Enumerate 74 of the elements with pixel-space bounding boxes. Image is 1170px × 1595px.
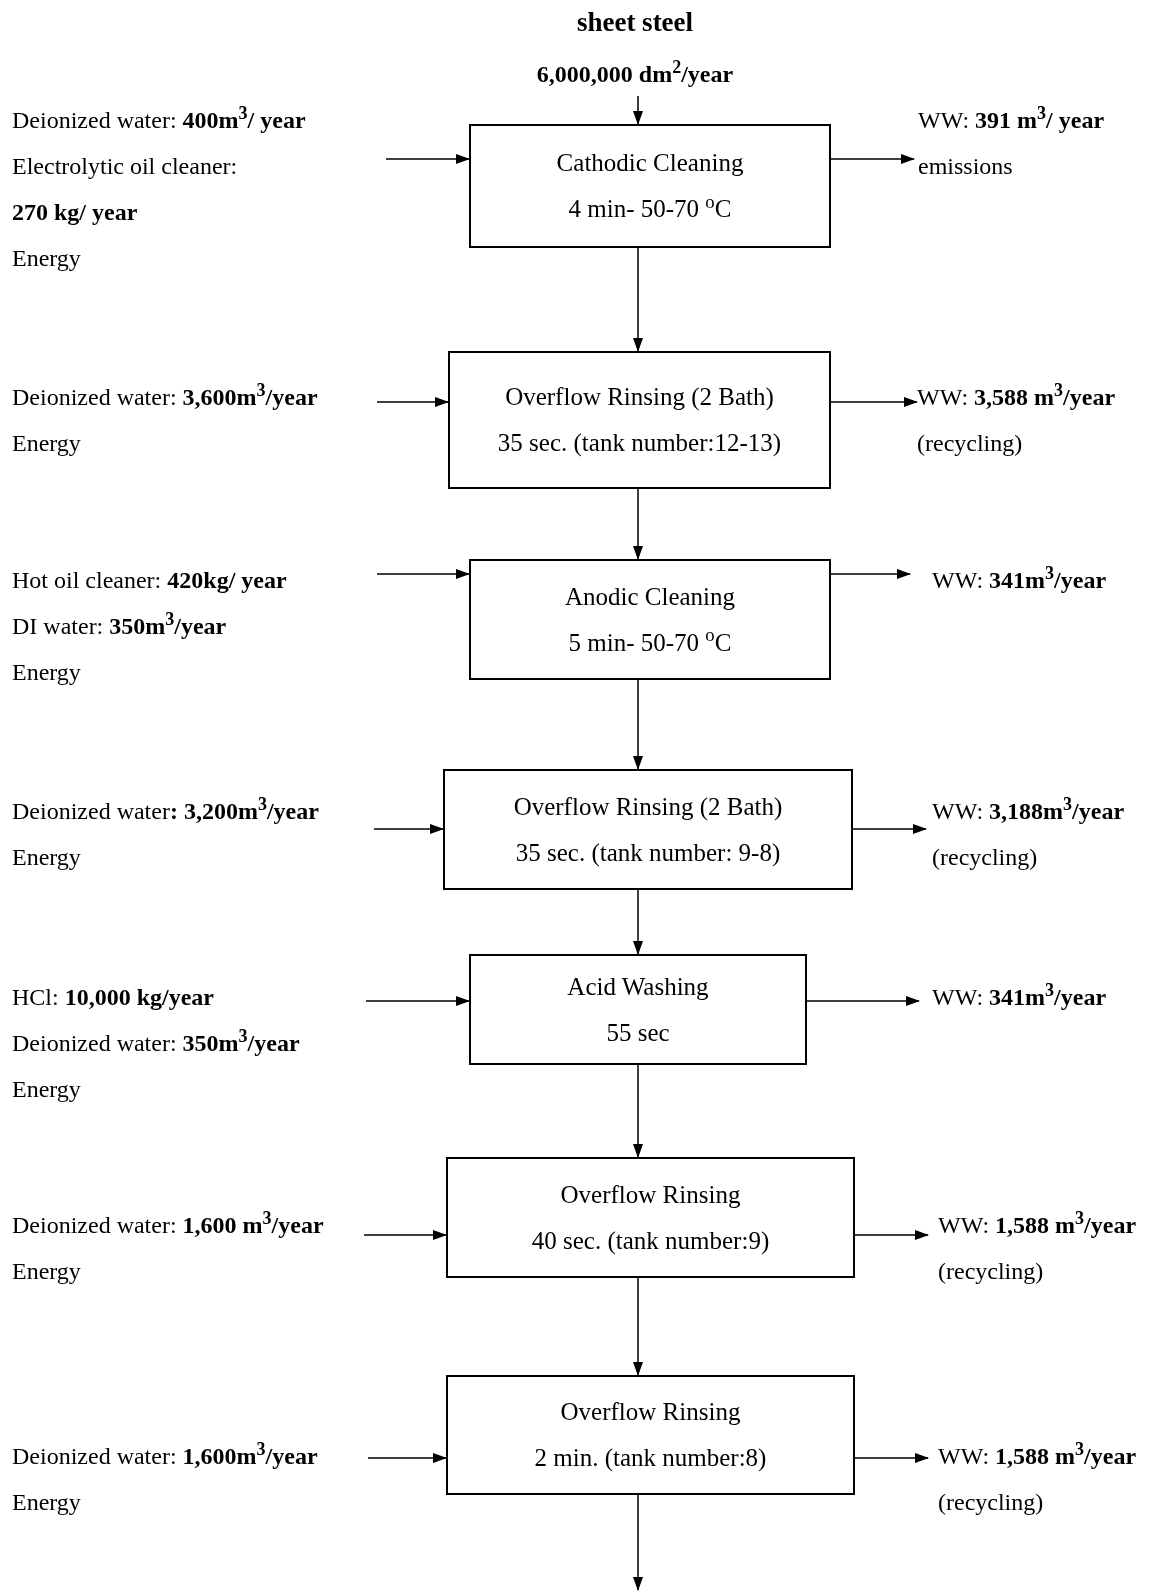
process-box bbox=[446, 1157, 855, 1278]
output-label: WW: 1,588 m$^{3}$/year bbox=[938, 1207, 1138, 1240]
output-label: WW: 341m$^{3}$/year bbox=[932, 979, 1108, 1012]
arrow bbox=[633, 889, 643, 955]
output-label: WW: 341m$^{3}$/year bbox=[932, 562, 1108, 595]
arrow bbox=[830, 569, 911, 579]
arrow bbox=[385, 154, 470, 164]
input-label: Deionized water: 1,600m$^{3}$/year bbox=[12, 1438, 319, 1471]
input-label: DI water: 350m$^{3}$/year bbox=[12, 608, 228, 641]
arrow bbox=[367, 1453, 447, 1463]
step-parameters: 2 min. (tank number:8) bbox=[534, 1443, 767, 1473]
step-title: Overflow Rinsing (2 Bath) bbox=[513, 791, 783, 822]
step-title: Overflow Rinsing bbox=[560, 1179, 741, 1210]
arrow bbox=[373, 824, 444, 834]
arrow bbox=[633, 1277, 643, 1376]
arrow bbox=[633, 95, 643, 125]
output-label: WW: 1,588 m$^{3}$/year bbox=[938, 1438, 1138, 1471]
input-label: HCl: 10,000 kg/year bbox=[12, 983, 215, 1012]
arrow bbox=[854, 1453, 929, 1463]
step-title: Cathodic Cleaning bbox=[556, 148, 744, 178]
output-label: (recycling) bbox=[917, 429, 1024, 458]
input-label: Energy bbox=[12, 429, 82, 458]
output-label: WW: 391 m$^{3}$/ year bbox=[918, 102, 1106, 135]
output-label: emissions bbox=[918, 152, 1014, 181]
arrow bbox=[633, 1064, 643, 1158]
input-label: Deionized water: 400m$^{3}$/ year bbox=[12, 102, 307, 135]
output-label: WW: 3,588 m$^{3}$/year bbox=[917, 379, 1117, 412]
input-label: Deionized water: 1,600 m$^{3}$/year bbox=[12, 1207, 325, 1240]
step-parameters: 35 sec. (tank number:12-13) bbox=[497, 428, 782, 459]
input-label: Energy bbox=[12, 843, 82, 872]
input-label: Deionized water: 350m$^{3}$/year bbox=[12, 1025, 301, 1058]
input-label: Energy bbox=[12, 1257, 82, 1286]
process-box bbox=[448, 351, 831, 489]
arrow bbox=[633, 1494, 643, 1591]
process-box bbox=[446, 1375, 855, 1495]
output-label: (recycling) bbox=[932, 843, 1039, 872]
input-label: Energy bbox=[12, 1488, 82, 1517]
arrow bbox=[376, 397, 449, 407]
output-label: (recycling) bbox=[938, 1257, 1045, 1286]
input-label: Energy bbox=[12, 658, 82, 687]
arrow bbox=[365, 996, 470, 1006]
arrow bbox=[806, 996, 920, 1006]
output-label: (recycling) bbox=[938, 1488, 1045, 1517]
process-box bbox=[469, 559, 831, 680]
arrow bbox=[854, 1230, 929, 1240]
process-box bbox=[469, 954, 807, 1065]
step-title: Acid Washing bbox=[567, 971, 709, 1002]
arrow bbox=[633, 679, 643, 770]
step-parameters: 40 sec. (tank number:9) bbox=[531, 1225, 770, 1257]
step-title: Overflow Rinsing bbox=[560, 1397, 741, 1427]
input-label: Deionized water: 3,600m$^{3}$/year bbox=[12, 379, 319, 412]
arrow bbox=[852, 824, 927, 834]
output-label: WW: 3,188m$^{3}$/year bbox=[932, 793, 1126, 826]
step-title: Anodic Cleaning bbox=[564, 581, 736, 612]
input-label: Electrolytic oil cleaner: 270 kg/ year bbox=[12, 152, 239, 227]
process-box bbox=[469, 124, 831, 248]
step-parameters: 55 sec bbox=[606, 1017, 670, 1048]
arrow bbox=[633, 247, 643, 352]
arrow bbox=[376, 569, 470, 579]
step-parameters: 4 min- 50-70 $^{o}$C bbox=[568, 189, 732, 224]
arrow bbox=[830, 397, 918, 407]
step-parameters: 35 sec. (tank number: 9-8) bbox=[515, 837, 781, 869]
process-box bbox=[443, 769, 853, 890]
arrow bbox=[633, 488, 643, 560]
input-material-label: sheet steel bbox=[576, 6, 694, 39]
arrow bbox=[830, 154, 915, 164]
input-label: Deionized water: 3,200m$^{3}$/year bbox=[12, 793, 320, 826]
input-rate-label: 6,000,000 dm$^{2}$/year bbox=[536, 56, 734, 89]
input-label: Energy bbox=[12, 1075, 82, 1104]
arrow bbox=[363, 1230, 447, 1240]
input-label: Energy bbox=[12, 244, 82, 273]
step-title: Overflow Rinsing (2 Bath) bbox=[505, 382, 774, 413]
input-label: Hot oil cleaner: 420kg/ year bbox=[12, 566, 288, 595]
step-parameters: 5 min- 50-70 $^{o}$C bbox=[568, 623, 732, 658]
